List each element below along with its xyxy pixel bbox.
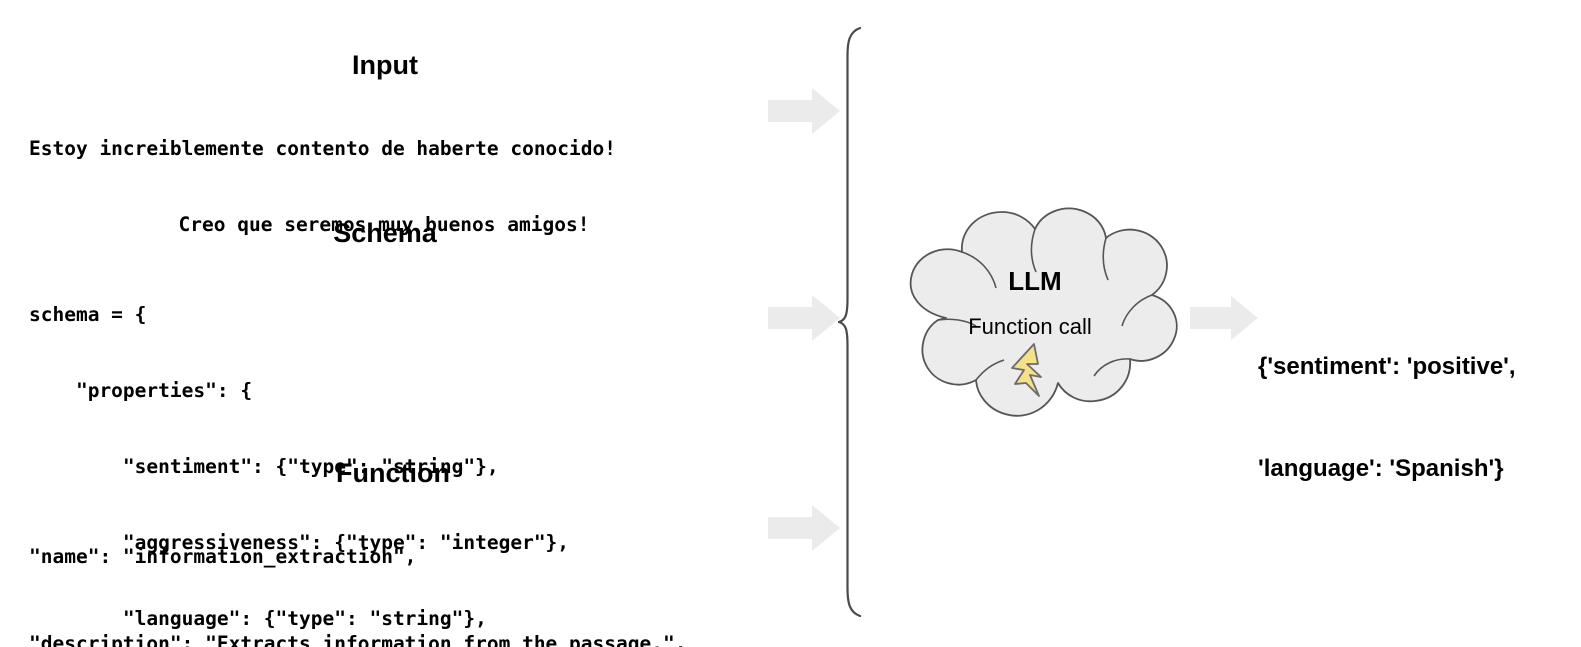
schema-section-title: Schema: [333, 218, 437, 248]
input-text-block: Estoy increiblemente contento de haberte…: [29, 88, 739, 286]
lightning-bolt-icon: [1008, 342, 1056, 398]
function-section-title: Function: [336, 458, 450, 488]
function-code-block: "name": "information_extraction", "descr…: [29, 490, 686, 647]
schema-line-2: "properties": {: [29, 379, 253, 402]
llm-subtitle: Function call: [968, 314, 1092, 339]
llm-title: LLM: [1008, 266, 1062, 296]
output-line-1: {'sentiment': 'positive',: [1258, 353, 1516, 380]
input-line-1: Estoy increiblemente contento de haberte…: [29, 137, 616, 160]
schema-line-4: "aggressiveness": {"type": "integer"},: [29, 531, 570, 554]
function-line-2: "description": "Extracts information fro…: [29, 632, 687, 647]
schema-code-block: schema = { "properties": { "sentiment": …: [29, 254, 569, 647]
output-line-2: 'language': 'Spanish'}: [1258, 455, 1504, 482]
schema-line-1: schema = {: [29, 303, 147, 326]
cloud-icon: [909, 207, 1178, 417]
output-arrow: [1190, 296, 1258, 340]
function-arrow: [768, 505, 840, 551]
schema-arrow: [768, 295, 840, 341]
schema-line-3: "sentiment": {"type": "string"},: [29, 455, 499, 478]
output-text-block: {'sentiment': 'positive', 'language': 'S…: [1258, 282, 1516, 554]
grouping-brace: [835, 26, 874, 618]
function-line-1: "name": "information_extraction",: [29, 545, 417, 568]
llm-cloud: LLM Function call: [880, 200, 1195, 440]
schema-line-5: "language": {"type": "string"},: [29, 607, 487, 630]
input-arrow: [768, 88, 840, 134]
input-section-title: Input: [352, 50, 418, 80]
input-line-2: Creo que seremos muy buenos amigos!: [178, 213, 590, 236]
